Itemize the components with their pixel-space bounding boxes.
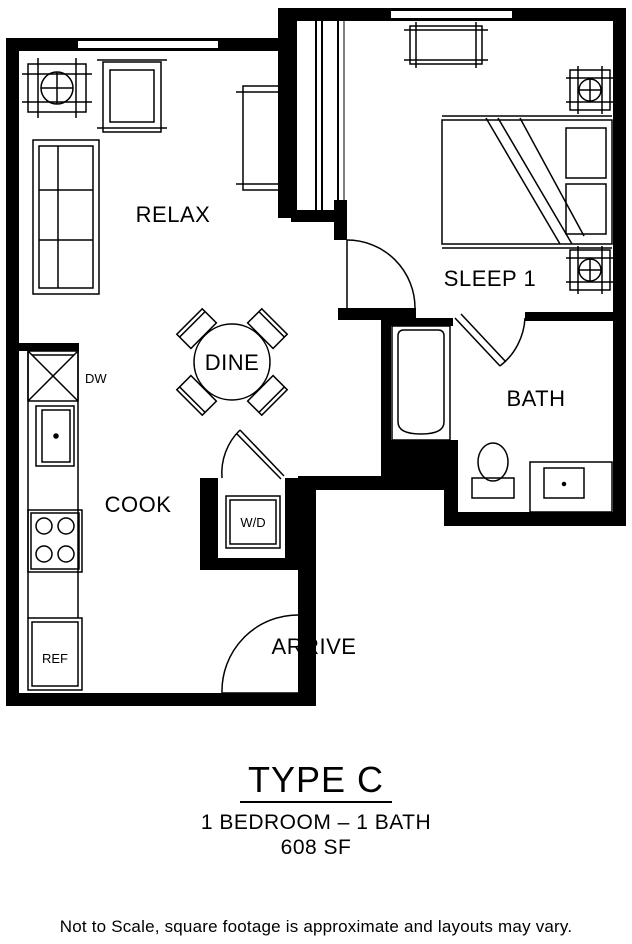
unit-bedrooms-baths: 1 BEDROOM – 1 BATH [200,811,432,834]
relax-furniture [22,58,287,295]
range [27,509,83,573]
fixture-label-wd: W/D [240,515,265,530]
room-label-bath: BATH [506,386,565,411]
closet [291,21,347,240]
toilet [471,442,515,499]
bedroom-furniture [404,22,614,294]
room-label-arrive: ARRIVE [272,634,357,659]
disclaimer-text: Not to Scale, square footage is approxim… [59,917,573,936]
floor-plan: RELAX SLEEP 1 DINE BATH COOK ARRIVE DW W… [6,8,626,706]
sofa [32,139,100,295]
bathtub [391,325,451,441]
room-label-cook: COOK [105,492,172,517]
unit-type-title: TYPE C [239,760,393,803]
dining-set [175,307,289,417]
kitchen [27,350,281,691]
washer-dryer [225,495,281,549]
exterior-walls [6,8,626,706]
bath-fixtures [391,325,613,513]
vanity [529,461,613,513]
refrigerator [27,617,83,691]
fixture-label-dw: DW [85,371,107,386]
dresser [404,22,488,68]
media-console [236,85,287,191]
armchair [97,59,167,133]
nightstand-bottom [566,246,614,294]
doors [221,239,526,694]
room-label-sleep: SLEEP 1 [444,266,536,291]
dishwasher [27,350,79,402]
unit-info: TYPE C 1 BEDROOM – 1 BATH 608 SF [0,760,632,861]
room-label-dine: DINE [205,350,260,375]
fixture-label-ref: REF [42,651,68,666]
interior-walls [19,308,626,570]
end-table-lamp [22,58,92,118]
bed [441,115,613,249]
sink [35,405,75,467]
room-label-relax: RELAX [136,202,211,227]
unit-area: 608 SF [280,836,352,859]
nightstand-top [566,66,614,114]
